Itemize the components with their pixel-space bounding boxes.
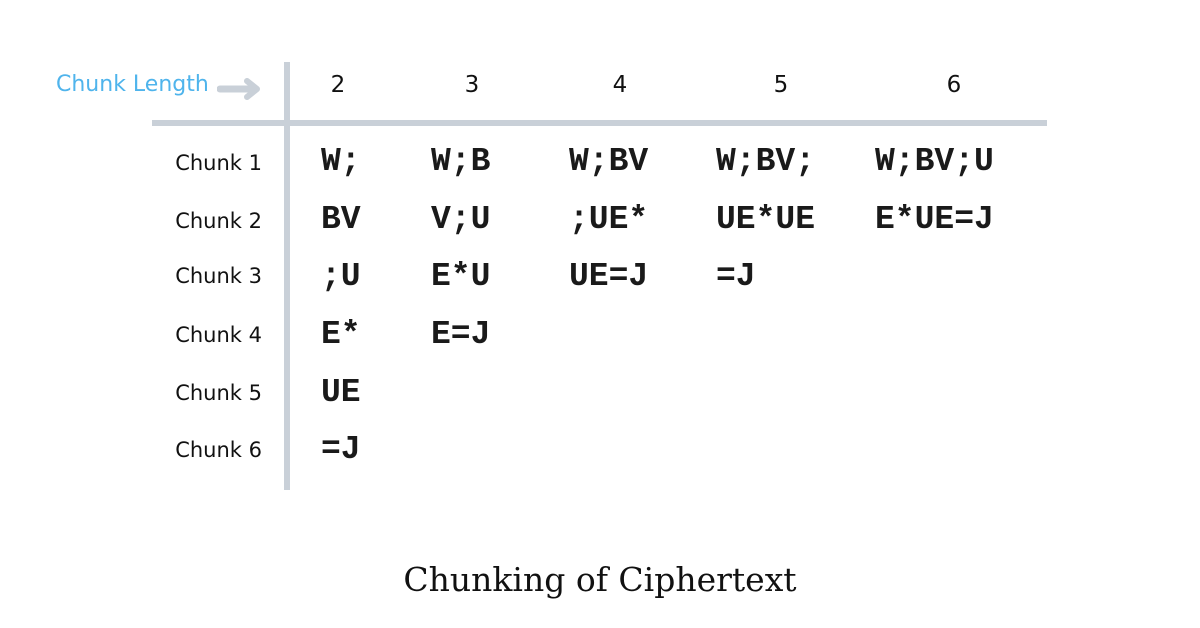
- cell-len2-chunk3: ;U: [321, 258, 361, 295]
- cell-len5-chunk1: W;BV;: [716, 143, 816, 180]
- vertical-divider: [284, 62, 290, 490]
- cell-len2-chunk1: W;: [321, 143, 361, 180]
- cell-len4-chunk3: UE=J: [569, 258, 649, 295]
- column-header-5: 5: [773, 72, 789, 98]
- cell-len6-chunk2: E*UE=J: [875, 201, 994, 238]
- cell-len4-chunk2: ;UE*: [569, 201, 649, 238]
- cell-len5-chunk3: =J: [716, 258, 756, 295]
- cell-len2-chunk5: UE: [321, 374, 361, 411]
- cell-len4-chunk1: W;BV: [569, 143, 649, 180]
- cell-len2-chunk2: BV: [321, 201, 361, 238]
- arrow-right-icon: [217, 78, 260, 100]
- row-label-chunk-4: Chunk 4: [175, 323, 262, 347]
- cell-len3-chunk3: E*U: [431, 258, 491, 295]
- row-label-chunk-3: Chunk 3: [175, 264, 262, 288]
- column-header-2: 2: [330, 72, 346, 98]
- figure-caption: Chunking of Ciphertext: [403, 560, 797, 599]
- row-label-chunk-2: Chunk 2: [175, 209, 262, 233]
- cell-len6-chunk1: W;BV;U: [875, 143, 994, 180]
- chunk-length-label: Chunk Length: [56, 72, 209, 97]
- row-label-chunk-6: Chunk 6: [175, 438, 262, 462]
- row-label-chunk-1: Chunk 1: [175, 151, 262, 175]
- cell-len5-chunk2: UE*UE: [716, 201, 816, 238]
- cell-len2-chunk6: =J: [321, 431, 361, 468]
- row-label-chunk-5: Chunk 5: [175, 381, 262, 405]
- column-header-3: 3: [464, 72, 480, 98]
- column-header-4: 4: [612, 72, 628, 98]
- cell-len3-chunk4: E=J: [431, 316, 491, 353]
- column-header-6: 6: [946, 72, 962, 98]
- cell-len2-chunk4: E*: [321, 316, 361, 353]
- cell-len3-chunk1: W;B: [431, 143, 491, 180]
- cell-len3-chunk2: V;U: [431, 201, 491, 238]
- horizontal-divider: [152, 120, 1047, 126]
